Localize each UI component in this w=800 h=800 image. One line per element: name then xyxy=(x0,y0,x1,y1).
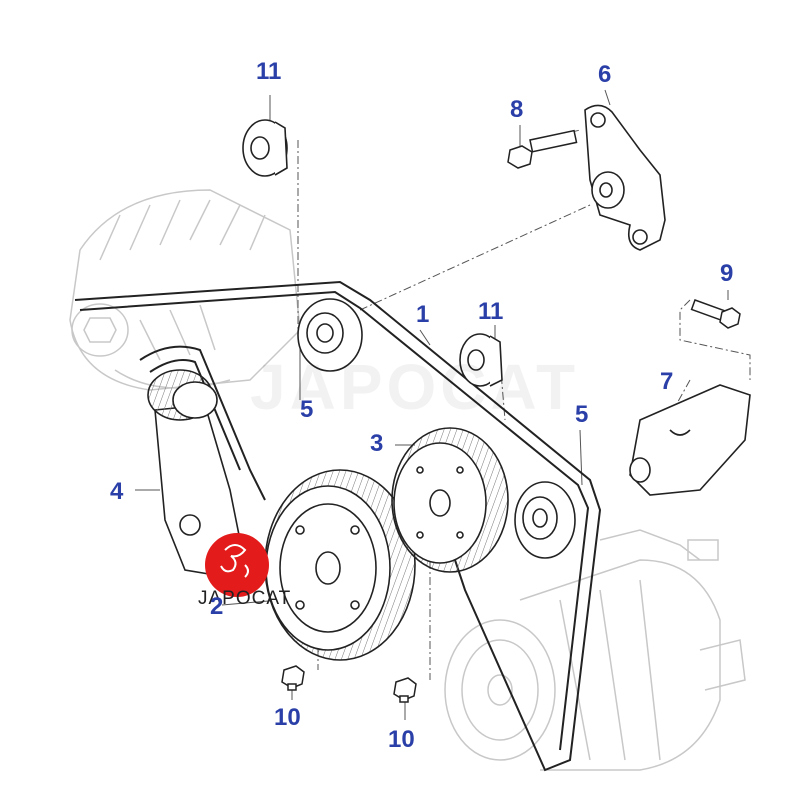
idler-pulley-upper xyxy=(297,298,363,372)
callout-11-upper: 11 xyxy=(256,58,282,85)
callout-9: 9 xyxy=(720,260,734,287)
callout-6: 6 xyxy=(598,61,612,88)
water-pump-pulley xyxy=(391,427,509,573)
pulley-cap-lower xyxy=(459,333,503,387)
tensioner-assembly xyxy=(147,369,241,576)
ac-compressor xyxy=(444,529,746,771)
callout-1: 1 xyxy=(416,301,430,328)
bolt-10-right xyxy=(393,677,417,703)
callout-5-lower: 5 xyxy=(575,401,589,428)
drive-belt xyxy=(74,280,602,772)
callout-7: 7 xyxy=(660,368,674,395)
callout-10-left: 10 xyxy=(274,704,301,731)
callout-3: 3 xyxy=(370,430,384,457)
bolt-8 xyxy=(507,129,578,169)
japocat-logo xyxy=(205,533,269,597)
logo-text: JAPOCAT xyxy=(198,588,292,609)
pulley-cap-upper xyxy=(242,119,288,177)
bracket-7 xyxy=(629,384,751,496)
tensioner-bracket xyxy=(584,104,666,251)
callout-8: 8 xyxy=(510,96,524,123)
watermark: JAPOCAT xyxy=(250,351,580,423)
callout-11-lower: 11 xyxy=(478,298,504,325)
idler-pulley-lower xyxy=(514,481,576,559)
callout-10-right: 10 xyxy=(388,726,415,753)
crankshaft-pulley xyxy=(264,469,416,661)
callout-5-upper: 5 xyxy=(300,396,314,423)
callout-2: 2 xyxy=(210,593,224,620)
callout-4: 4 xyxy=(110,478,124,505)
bolt-10-left xyxy=(281,665,305,691)
bolt-9 xyxy=(690,299,741,329)
